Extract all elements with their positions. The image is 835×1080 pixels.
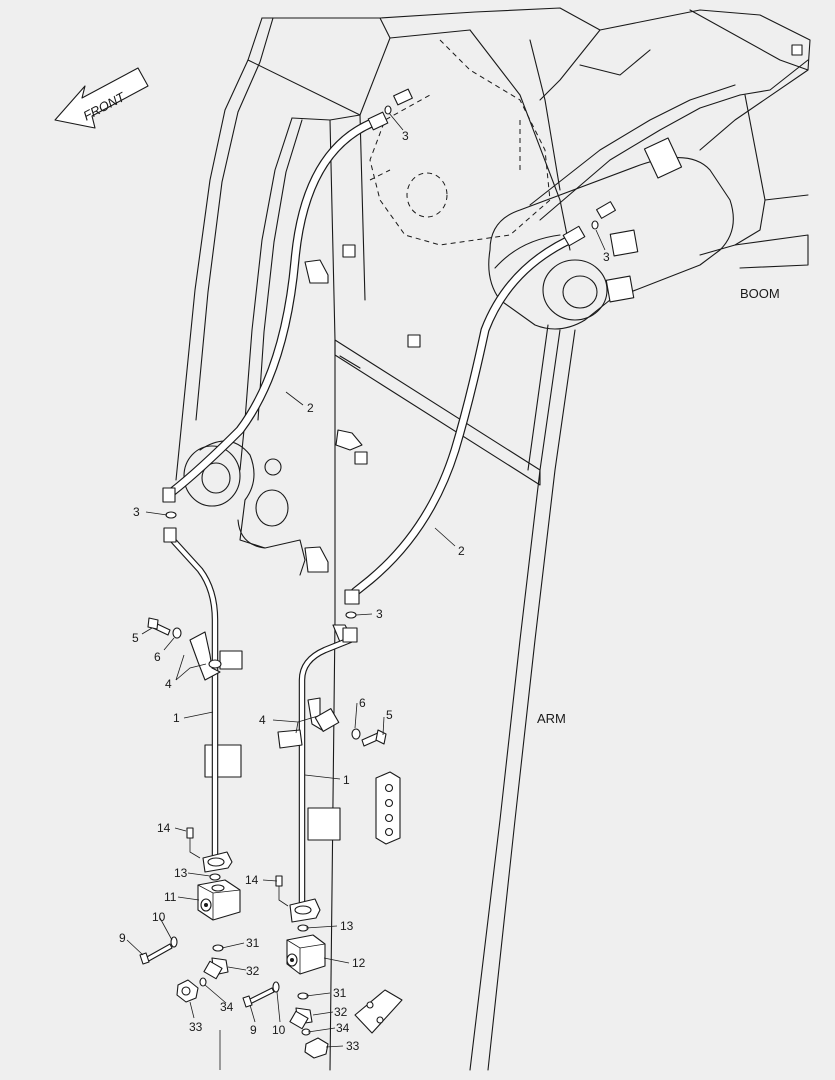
hose-2-right	[344, 201, 616, 605]
callout-34-right: 34	[336, 1021, 350, 1035]
callout-1-left: 1	[173, 711, 180, 725]
callout-1-right: 1	[343, 773, 350, 787]
callout-4-left: 4	[165, 677, 172, 691]
callout-3-left: 3	[133, 505, 140, 519]
boom-label: BOOM	[740, 286, 780, 301]
callout-33-right: 33	[346, 1039, 360, 1053]
leader-lines	[126, 112, 606, 1048]
fittings-right	[242, 105, 599, 1059]
callout-13-right: 13	[340, 919, 354, 933]
callout-31-left: 31	[246, 936, 260, 950]
callout-33-left: 33	[189, 1020, 203, 1034]
callout-10-left: 10	[152, 910, 166, 924]
hose-2-left	[162, 88, 413, 503]
callout-3-top: 3	[402, 129, 409, 143]
callout-6-left: 6	[154, 650, 161, 664]
callout-34-left: 34	[220, 1000, 234, 1014]
pipe-1-right	[298, 627, 358, 909]
callout-31-right: 31	[333, 986, 347, 1000]
callout-32-left: 32	[246, 964, 260, 978]
callout-9-left: 9	[119, 931, 126, 945]
callout-12: 12	[352, 956, 366, 970]
structure-outline	[175, 7, 811, 1071]
callout-2-lower: 2	[458, 544, 465, 558]
callout-6-right: 6	[359, 696, 366, 710]
callout-2-upper: 2	[307, 401, 314, 415]
callout-3-mid: 3	[376, 607, 383, 621]
callout-5-left: 5	[132, 631, 139, 645]
callout-10-right: 10	[272, 1023, 286, 1037]
arm-label: ARM	[537, 711, 566, 726]
callout-14-right: 14	[245, 873, 259, 887]
callout-5-right: 5	[386, 708, 393, 722]
callout-3-right: 3	[603, 250, 610, 264]
callout-numbers: 3 3 3 3 2 2 5 6 4 1 6 5 4 1 14 13 11 10 …	[119, 129, 610, 1053]
callout-14-left: 14	[157, 821, 171, 835]
callout-4-right: 4	[259, 713, 266, 727]
pipe-1-left	[163, 527, 219, 864]
callout-9-right: 9	[250, 1023, 257, 1037]
callout-32-right: 32	[334, 1005, 348, 1019]
fittings-left	[139, 511, 243, 1003]
callout-13-left: 13	[174, 866, 188, 880]
callout-11: 11	[164, 890, 177, 904]
